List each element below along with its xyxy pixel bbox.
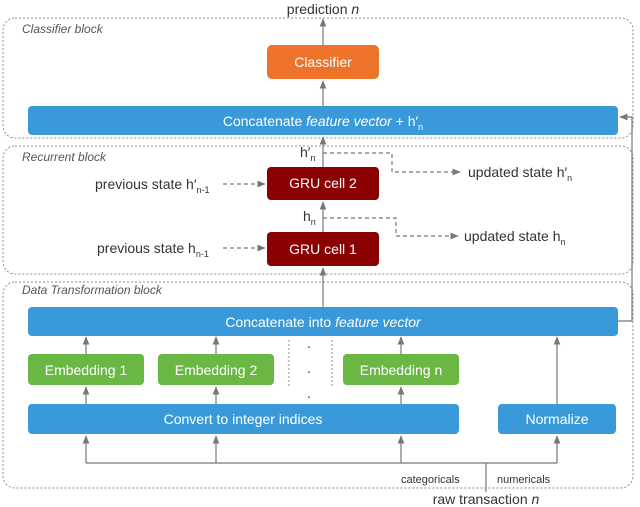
normalize-label: Normalize — [525, 411, 588, 427]
concat-top-box — [28, 106, 618, 135]
embedding-1-box — [28, 354, 144, 385]
ellipsis-dot-1: . — [307, 335, 311, 351]
h-prime-n-label: h′n — [300, 144, 315, 163]
recurrent-block-frame — [2, 145, 634, 275]
arrow-updated-state-top — [323, 152, 461, 176]
classifier-box-label: Classifier — [294, 54, 352, 70]
embedding-n-label: Embedding n — [360, 362, 443, 378]
prediction-label: prediction n — [287, 1, 360, 17]
concat-bottom-box — [28, 307, 618, 336]
classifier-box — [267, 45, 379, 79]
concat-bottom-label: Concatenate into feature vector — [225, 314, 422, 330]
previous-state-top-label: previous state h′n-1 — [95, 176, 209, 195]
embedding-2-label: Embedding 2 — [175, 362, 258, 378]
gru-cell-2-box — [267, 167, 379, 200]
gru-cell-2-label: GRU cell 2 — [289, 175, 357, 191]
numericals-label: numericals — [497, 474, 551, 486]
convert-box — [28, 404, 459, 434]
raw-transaction-label: raw transaction n — [433, 491, 540, 507]
updated-state-bottom-label: updated state hn — [464, 228, 566, 247]
transform-block-label: Data Transformation block — [22, 283, 163, 297]
concat-top-label: Concatenate feature vector + h′n — [223, 113, 423, 132]
categoricals-label: categoricals — [401, 474, 460, 486]
arrow-feature-to-top-concat — [617, 113, 633, 322]
gru-cell-1-box — [267, 232, 379, 266]
previous-state-bottom-label: previous state hn-1 — [97, 240, 209, 259]
gru-cell-1-label: GRU cell 1 — [289, 241, 357, 257]
embedding-n-box — [343, 354, 459, 385]
transform-block-frame — [2, 281, 634, 489]
ellipsis-dot-2: . — [307, 360, 311, 376]
ellipsis-dot-3: . — [307, 385, 311, 401]
convert-label: Convert to integer indices — [164, 411, 323, 427]
updated-state-top-label: updated state h′n — [468, 164, 572, 183]
embedding-2-box — [158, 354, 274, 385]
normalize-box — [498, 404, 616, 434]
embedding-1-label: Embedding 1 — [45, 362, 128, 378]
arrow-updated-state-bottom — [323, 217, 459, 240]
recurrent-block-label: Recurrent block — [22, 150, 107, 164]
h-n-label: hn — [303, 208, 316, 227]
classifier-block-label: Classifier block — [22, 22, 104, 36]
classifier-block-frame — [2, 17, 634, 139]
